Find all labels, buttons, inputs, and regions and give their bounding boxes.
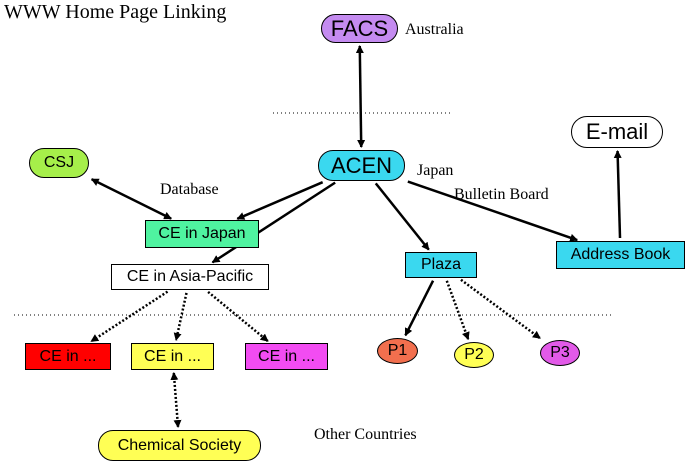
link-acen-to-ce-asia-pacific [211, 181, 336, 264]
link-plaza-to-p3 [460, 278, 541, 340]
node-ce-in-japan[interactable]: CE in Japan [145, 220, 259, 248]
node-csj[interactable]: CSJ [29, 148, 89, 178]
link-ce-asia-pacific-to-ce-country-1 [90, 290, 169, 343]
node-plaza[interactable]: Plaza [405, 252, 477, 278]
node-facs[interactable]: FACS [321, 14, 398, 43]
node-acen[interactable]: ACEN [318, 150, 405, 181]
node-chemical-society[interactable]: Chemical Society [98, 430, 261, 461]
node-ce-country-yellow[interactable]: CE in ... [131, 343, 214, 370]
node-p2[interactable]: P2 [454, 342, 494, 368]
link-plaza-to-p1 [404, 280, 435, 337]
label-bulletin-board: Bulletin Board [454, 186, 549, 203]
link-acen-to-ce-japan [236, 181, 324, 220]
link-acen-to-address-book [407, 180, 579, 242]
node-ce-country-red[interactable]: CE in ... [25, 343, 111, 370]
label-australia: Australia [405, 21, 464, 38]
node-ce-country-magenta[interactable]: CE in ... [245, 343, 328, 370]
node-address-book[interactable]: Address Book [556, 241, 685, 269]
label-database: Database [160, 181, 219, 198]
page-title: WWW Home Page Linking [4, 1, 227, 23]
label-japan: Japan [417, 162, 454, 179]
link-facs-to-acen [355, 44, 366, 149]
link-csj-to-ce-japan [90, 178, 173, 220]
node-e-mail[interactable]: E-mail [571, 116, 663, 148]
node-p1[interactable]: P1 [377, 338, 418, 364]
node-p3[interactable]: P3 [540, 340, 580, 366]
link-ce-asia-pacific-to-ce-country-2 [173, 292, 188, 342]
node-ce-in-asia-pacific[interactable]: CE in Asia-Pacific [111, 264, 269, 290]
link-address-book-to-email [613, 149, 622, 239]
link-ce-country-2-to-chemical-society [170, 371, 182, 429]
link-acen-to-plaza [374, 182, 430, 251]
link-plaza-to-p2 [445, 280, 470, 341]
label-other-countries: Other Countries [314, 426, 417, 443]
link-ce-asia-pacific-to-ce-country-3 [207, 290, 269, 343]
